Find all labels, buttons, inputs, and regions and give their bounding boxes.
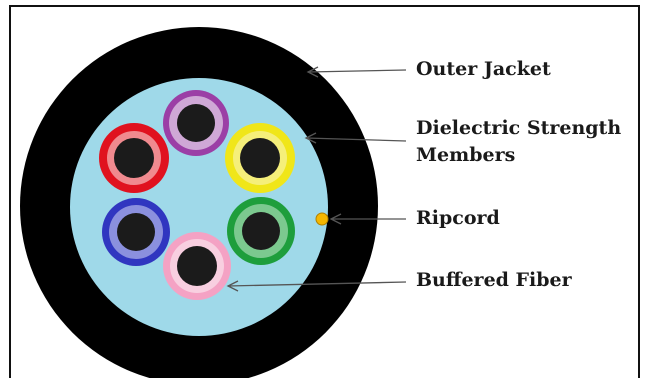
fiber-yellow: [225, 123, 295, 193]
ripcord: [315, 212, 329, 226]
fiber-blue: [102, 198, 170, 266]
leader-outer-jacket: [306, 66, 407, 78]
fiber-rose-core: [177, 246, 217, 286]
leader-buffered-fiber: [226, 280, 407, 292]
leader-strength-members: [304, 132, 407, 144]
fiber-green: [227, 197, 295, 265]
fiber-green-core: [242, 212, 280, 250]
label-ripcord: Ripcord: [416, 207, 500, 229]
label-outer-jacket: Outer Jacket: [416, 58, 551, 80]
label-strength-members-line2: Members: [416, 144, 516, 166]
diagram-frame: [9, 5, 640, 378]
fiber-violet: [163, 90, 229, 156]
label-strength-members-line1: Dielectric Strength: [416, 117, 622, 139]
fiber-red-core: [114, 138, 154, 178]
fiber-yellow-core: [240, 138, 280, 178]
fiber-red: [99, 123, 169, 193]
leader-ripcord: [329, 213, 406, 225]
fiber-blue-core: [117, 213, 155, 251]
label-buffered-fiber: Buffered Fiber: [416, 269, 572, 291]
fiber-violet-core: [177, 104, 215, 142]
fiber-rose: [163, 232, 231, 300]
